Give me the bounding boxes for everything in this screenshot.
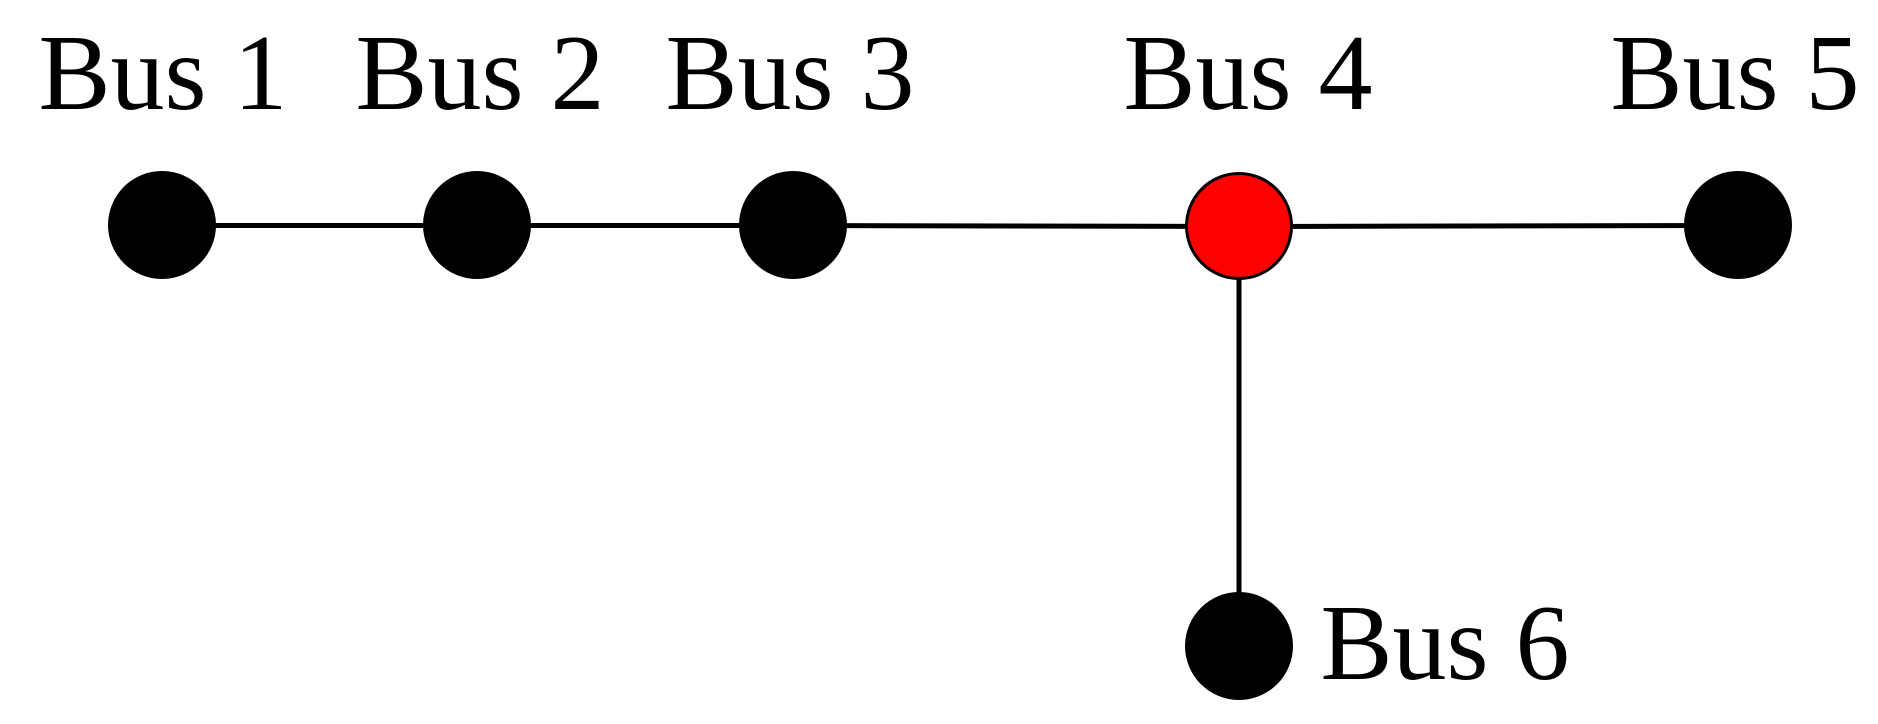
label-bus2: Bus 2 — [355, 14, 605, 133]
node-bus2 — [423, 171, 531, 279]
edge-bus2-bus3 — [477, 222, 793, 228]
node-bus1 — [108, 171, 216, 279]
label-bus3: Bus 3 — [665, 14, 915, 133]
node-bus4-highlighted — [1185, 172, 1293, 280]
label-bus5: Bus 5 — [1610, 14, 1860, 133]
node-bus3 — [739, 171, 847, 279]
label-bus6: Bus 6 — [1320, 584, 1570, 703]
node-bus6 — [1185, 592, 1293, 700]
label-bus4: Bus 4 — [1123, 14, 1373, 133]
edge-bus1-bus2 — [162, 222, 477, 228]
label-bus1: Bus 1 — [38, 14, 288, 133]
node-bus5 — [1684, 171, 1792, 279]
